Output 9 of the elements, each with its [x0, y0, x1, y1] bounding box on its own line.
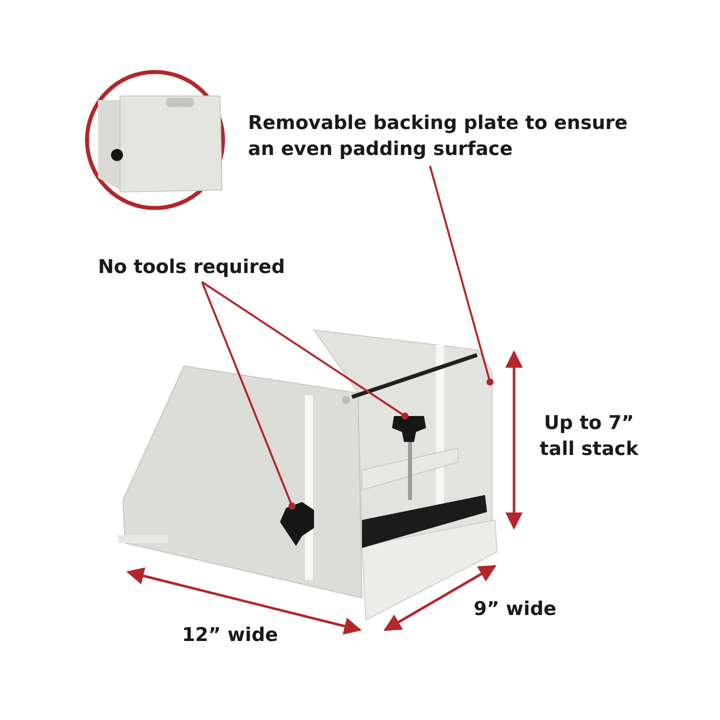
dimension-label: Up to 7” tall stack: [538, 411, 640, 462]
dimension-label: 12” wide: [180, 623, 280, 648]
dimension-label: 9” wide: [472, 597, 558, 622]
leader-line: [429, 166, 494, 386]
callout-text: Removable backing plate to ensure an even padding surface: [248, 110, 648, 162]
leader-line: [201, 282, 296, 510]
callout-text: No tools required: [98, 254, 285, 280]
knob: [280, 502, 314, 546]
leader-line: [201, 281, 408, 420]
